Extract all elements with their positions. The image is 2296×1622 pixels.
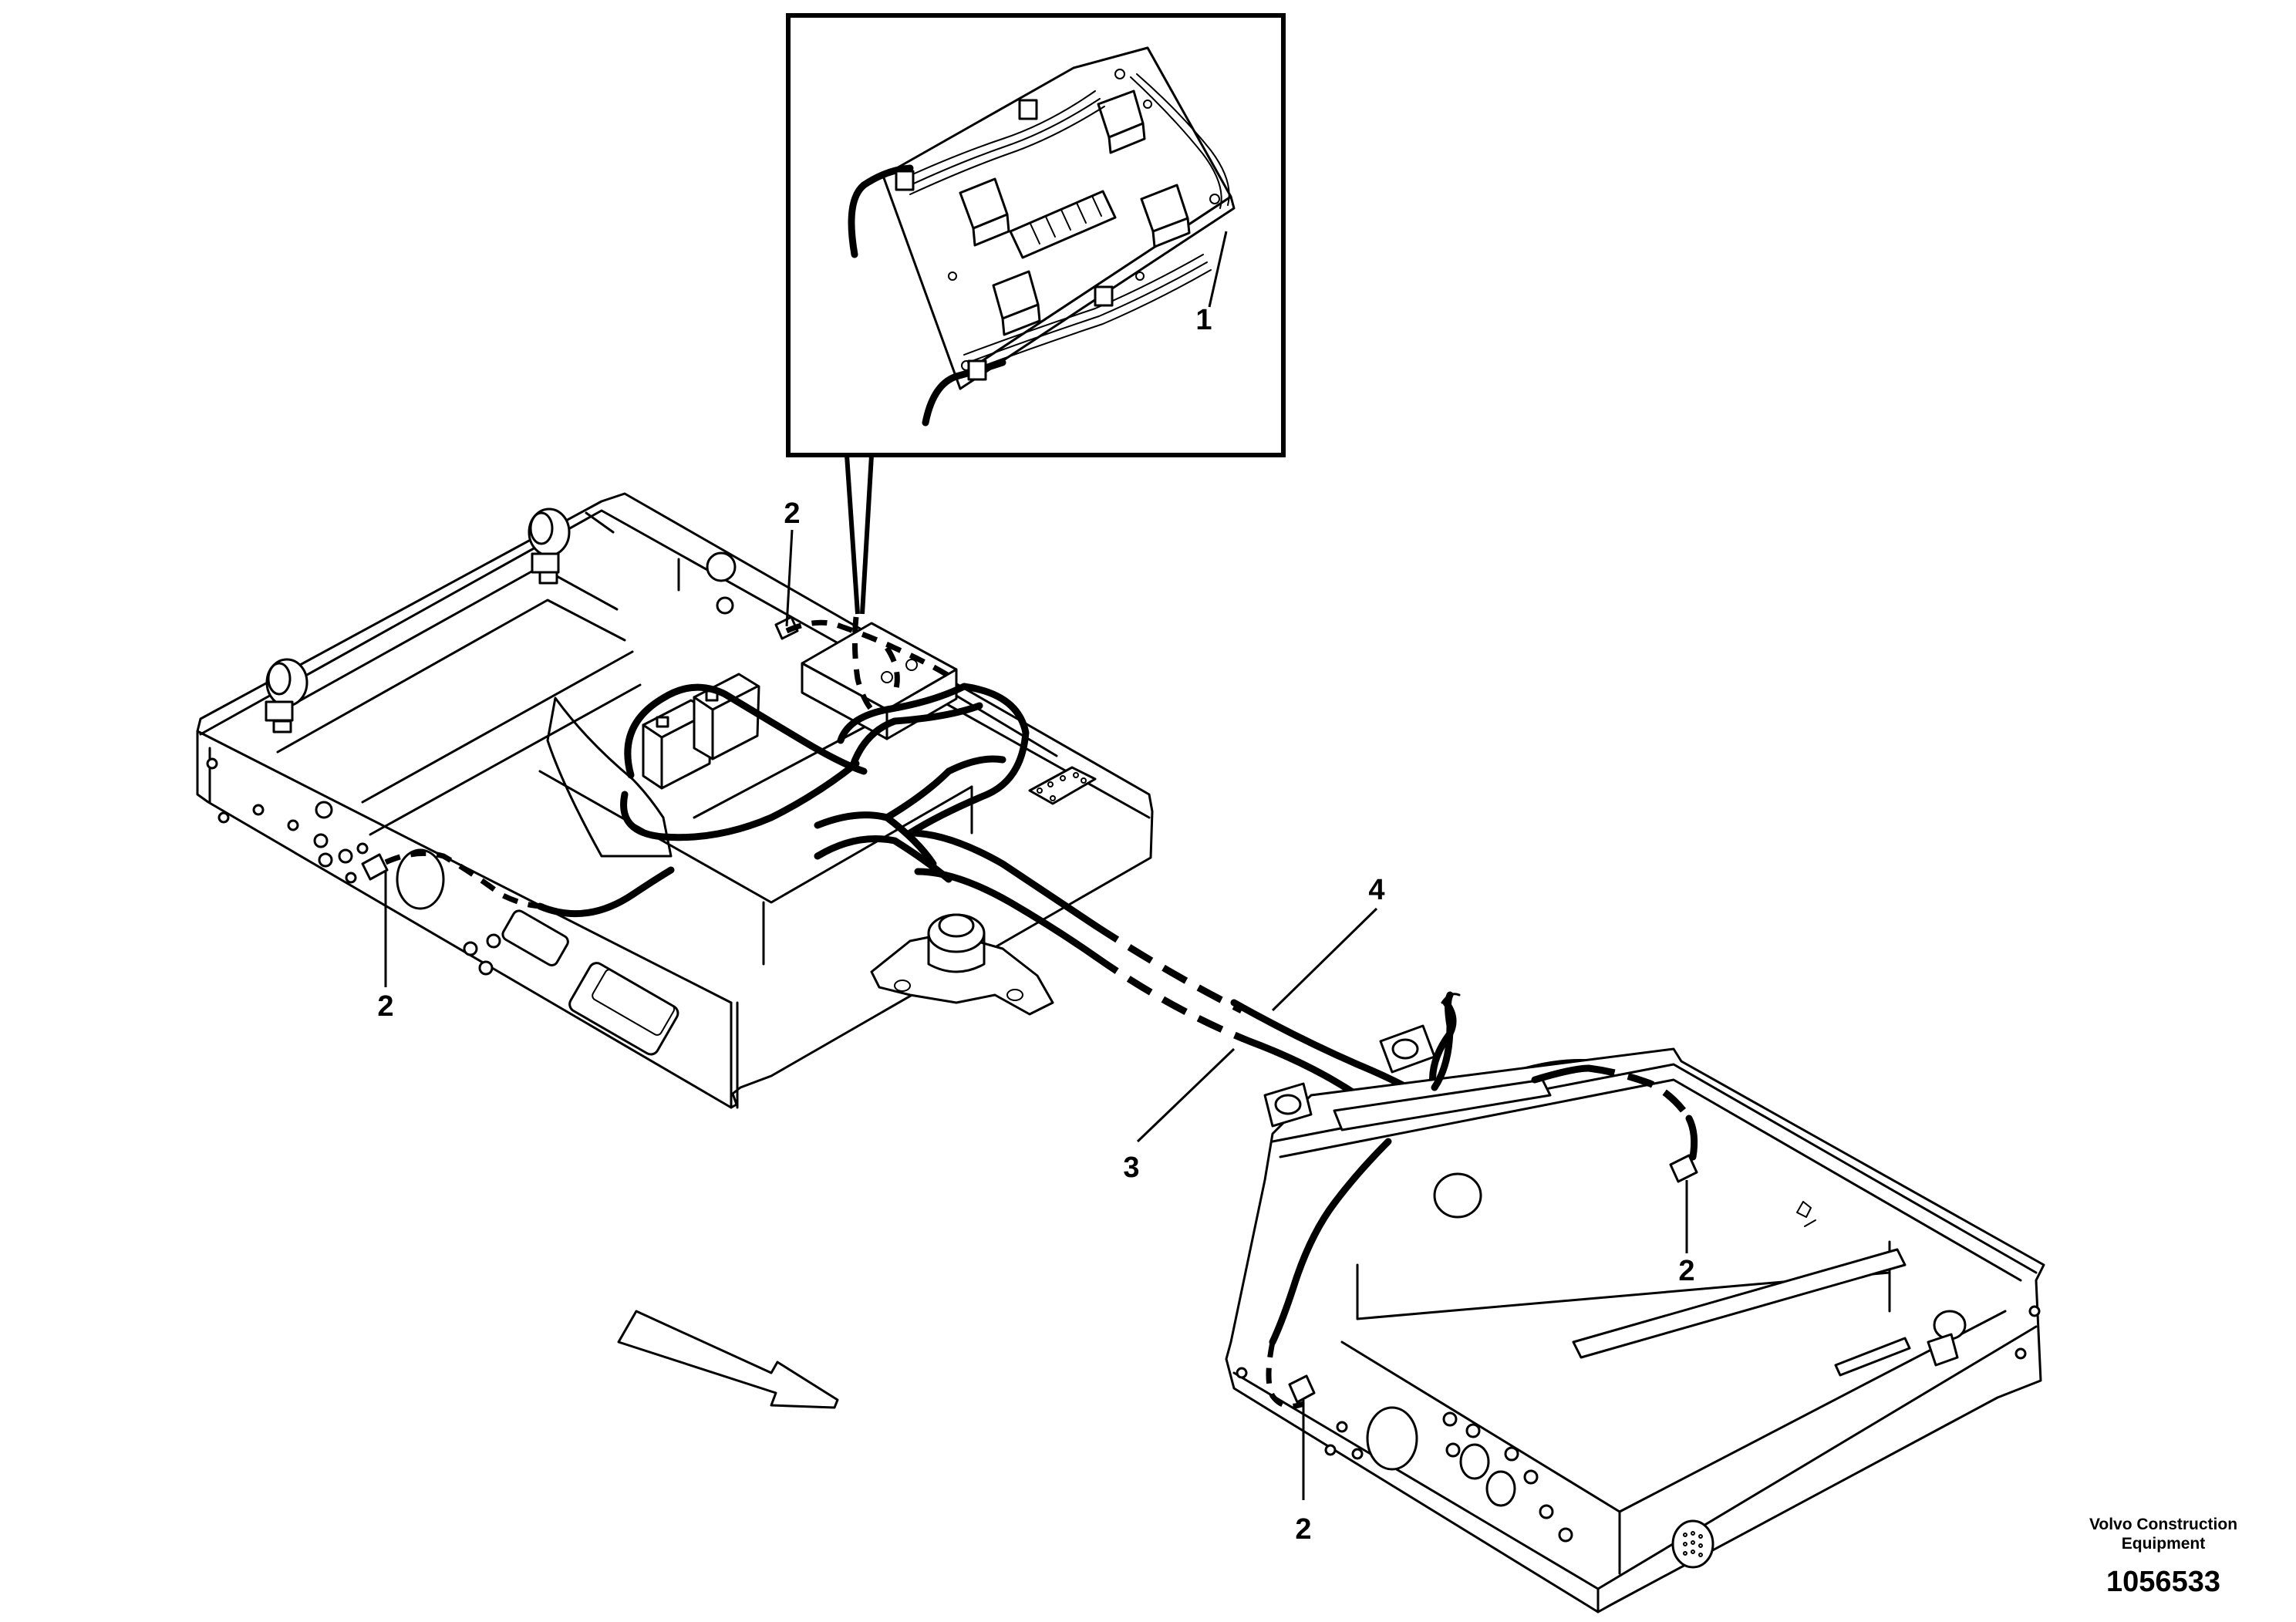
leader-4 [1271, 907, 1378, 1012]
callout-2-right: 2 [1678, 1255, 1695, 1287]
inset-pointer-left [845, 454, 860, 615]
harness-rear [384, 616, 1030, 918]
relay [1097, 89, 1146, 154]
front-lamp [1263, 1082, 1313, 1128]
relay [1140, 184, 1191, 248]
front-frame [1225, 991, 2045, 1614]
forward-arrow-icon [617, 1310, 839, 1409]
callout-2-left: 2 [377, 990, 394, 1023]
publisher-text: Volvo Construction Equipment [2089, 1516, 2238, 1553]
harness-end-bottom [922, 359, 1006, 427]
callout-4: 4 [1368, 874, 1385, 906]
detail-inset [786, 13, 1286, 615]
battery [693, 673, 760, 760]
front-lamp [1379, 1024, 1436, 1074]
cable-bracket [361, 853, 389, 881]
cable-bracket [1288, 1374, 1316, 1404]
speaker-grille [1671, 1519, 1714, 1569]
relay [959, 177, 1010, 247]
articulation-joint [870, 913, 1054, 1016]
harness-front [1266, 1064, 1698, 1409]
leader-lines [384, 529, 1688, 1500]
callout-1: 1 [1195, 304, 1212, 336]
rear-lamp [265, 658, 308, 733]
leader-3 [1136, 1047, 1236, 1143]
rear-lamp [528, 508, 571, 585]
leader-2-top [785, 529, 794, 627]
rear-frame [196, 492, 1154, 1109]
front-lamp [1927, 1310, 1967, 1367]
callout-3: 3 [1123, 1152, 1140, 1184]
relay [992, 270, 1041, 336]
leader-1 [1208, 231, 1228, 308]
publisher-label: Volvo Construction Equipment [2063, 1515, 2264, 1553]
fuse-block [1009, 190, 1117, 259]
inset-pointer-right [860, 454, 874, 615]
callout-2-top: 2 [784, 497, 801, 530]
document-number: 1056533 [2106, 1566, 2220, 1598]
callout-2-bottom: 2 [1295, 1513, 1312, 1546]
cable-bracket [1669, 1154, 1698, 1183]
